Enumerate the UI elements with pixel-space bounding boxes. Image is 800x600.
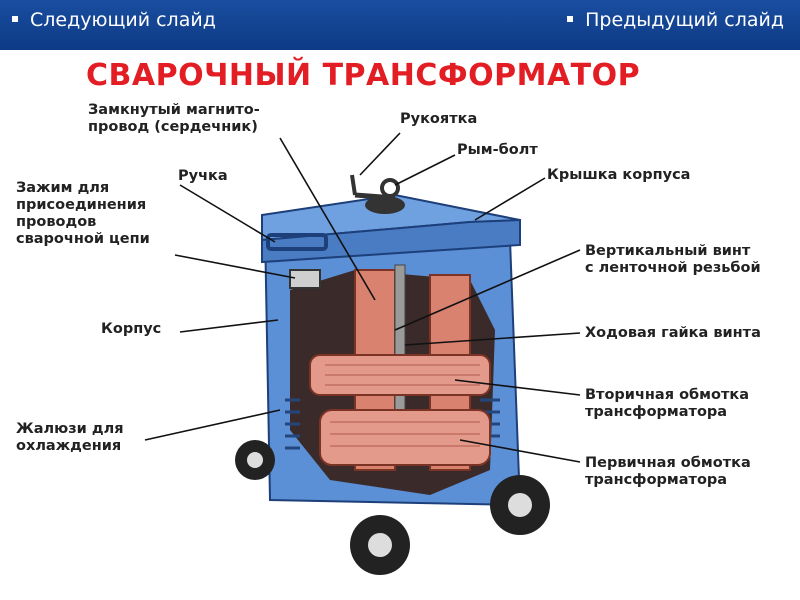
bullet-icon — [12, 15, 18, 22]
label-primary-winding: Первичная обмотка трансформатора — [585, 455, 751, 488]
slide-title: СВАРОЧНЫЙ ТРАНСФОРМАТОР — [86, 58, 641, 93]
lever-handle — [354, 192, 396, 201]
label-eye-bolt: Рым-болт — [457, 142, 538, 158]
clamp-terminal — [289, 269, 321, 289]
wheels — [235, 440, 550, 575]
grip-handle — [266, 233, 328, 251]
next-slide-label: Следующий слайд — [30, 9, 216, 31]
label-housing: Корпус — [101, 321, 162, 337]
label-screw-nut: Ходовая гайка винта — [585, 325, 761, 341]
previous-slide-link[interactable]: Предыдущий слайд — [567, 9, 784, 31]
primary-winding — [319, 409, 491, 466]
eye-bolt-base — [365, 196, 405, 214]
label-cover: Крышка корпуса — [547, 167, 691, 183]
winding-stripes — [325, 364, 480, 447]
label-handle-lever: Рукоятка — [400, 111, 478, 127]
label-core: Замкнутый магнито- провод (сердечник) — [88, 102, 260, 135]
previous-slide-label: Предыдущий слайд — [585, 9, 784, 31]
label-grip: Ручка — [178, 168, 228, 184]
housing-cover-side — [261, 218, 521, 264]
next-slide-link[interactable]: Следующий слайд — [12, 9, 216, 31]
label-louvers: Жалюзи для охлаждения — [16, 421, 124, 454]
top-navigation-bar: Следующий слайд Предыдущий слайд — [0, 0, 800, 50]
label-vertical-screw: Вертикальный винт с ленточной резьбой — [585, 243, 761, 276]
bullet-icon — [567, 15, 574, 22]
leader-lines — [144, 132, 581, 463]
label-secondary-winding: Вторичная обмотка трансформатора — [585, 387, 750, 420]
label-clamp: Зажим для присоединения проводов сварочн… — [16, 180, 150, 247]
eye-bolt — [380, 178, 400, 198]
